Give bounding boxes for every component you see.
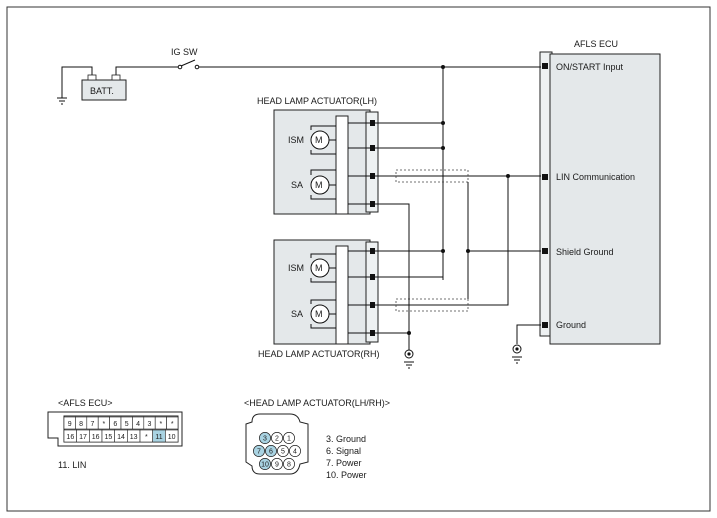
connector-pin-label: 3	[263, 436, 267, 443]
connector-pin-label: 1	[287, 436, 291, 443]
connector-pin	[271, 458, 283, 470]
motor-icon: M	[310, 258, 330, 278]
sa-label: SA	[291, 309, 303, 319]
ecu-pin-shield-ground: Shield Ground	[556, 247, 614, 257]
connector-pin	[259, 458, 271, 470]
connector-pin-label: 17	[79, 434, 87, 441]
connector-pin-label: 8	[287, 462, 291, 469]
ecu-terminal	[542, 174, 548, 180]
actuator-rh-title: HEAD LAMP ACTUATOR(RH)	[258, 349, 380, 359]
connector-pin-label: 11	[155, 434, 162, 441]
connector-pin-label: 16	[66, 434, 74, 441]
ground-icon	[404, 349, 414, 369]
ism-label: ISM	[288, 135, 304, 145]
battery-label: BATT.	[90, 86, 114, 96]
afls-ecu: AFLS ECU ON/START Input LIN Communicatio…	[539, 39, 661, 345]
ecu-connector-title: <AFLS ECU>	[58, 398, 113, 408]
connector-pin	[289, 445, 301, 457]
diagram-frame	[6, 6, 711, 512]
motor-icon: M	[310, 175, 330, 195]
ecu-terminal	[542, 322, 548, 328]
ecu-title: AFLS ECU	[574, 39, 618, 49]
connector-pin-label: 6	[269, 449, 273, 456]
connector-pin-label: *	[160, 421, 163, 428]
connector-pin-label: 10	[261, 462, 269, 469]
actuator-connector-title: <HEAD LAMP ACTUATOR(LH/RH)>	[244, 398, 390, 408]
connector-pin-label: 4	[293, 449, 297, 456]
connector-pin-label: 5	[125, 421, 129, 428]
ecu-pin-ground: Ground	[556, 320, 586, 330]
actuator-lh-title: HEAD LAMP ACTUATOR(LH)	[257, 96, 377, 106]
motor-icon: M	[310, 130, 330, 150]
connector-pin-label: 6	[113, 421, 117, 428]
ig-switch-label: IG SW	[171, 47, 198, 57]
connector-pin-label: 14	[117, 434, 125, 441]
connector-pin-label: 7	[257, 449, 261, 456]
connector-pin	[265, 445, 277, 457]
connector-pin-label: 8	[79, 421, 83, 428]
connector-pin	[283, 458, 295, 470]
ecu-terminal	[542, 248, 548, 254]
legend-signal: 6. Signal	[326, 446, 361, 456]
connector-pin-label: 13	[130, 434, 138, 441]
ground-icon	[512, 344, 522, 364]
legend-power-7: 7. Power	[326, 458, 362, 468]
ism-label: ISM	[288, 263, 304, 273]
connector-pin-label: 9	[68, 421, 72, 428]
actuator-lh: HEAD LAMP ACTUATOR(LH) M ISM M SA	[257, 96, 379, 215]
connector-pin	[271, 432, 283, 444]
connector-pin	[259, 432, 271, 444]
connector-pin	[277, 445, 289, 457]
connector-pin-label: *	[171, 421, 174, 428]
legend-ground: 3. Ground	[326, 434, 366, 444]
legend-power-10: 10. Power	[326, 470, 367, 480]
connector-pin-label: *	[103, 421, 106, 428]
connector-pin	[253, 445, 265, 457]
actuator-rh: M ISM M SA HEAD LAMP ACTUATOR(RH)	[258, 239, 380, 359]
connector-pin-label: 15	[104, 434, 112, 441]
connector-pin-cell	[166, 416, 179, 430]
battery: BATT.	[81, 74, 127, 101]
motor-icon: M	[310, 304, 330, 324]
connector-pin-label: 16	[92, 434, 100, 441]
svg-text:M: M	[315, 263, 323, 273]
svg-text:M: M	[315, 180, 323, 190]
connector-pin-label: 3	[148, 421, 152, 428]
connector-pin-label: *	[145, 434, 148, 441]
connector-pin-label: 10	[168, 434, 176, 441]
connector-pin-label: 7	[91, 421, 95, 428]
connector-pin-label: 2	[275, 436, 279, 443]
ground-icon	[57, 97, 67, 105]
sa-label: SA	[291, 180, 303, 190]
ig-switch: IG SW	[171, 47, 200, 70]
connector-pin-label: 4	[136, 421, 140, 428]
svg-text:M: M	[315, 309, 323, 319]
ecu-terminal	[542, 63, 548, 69]
ecu-pin-lin: LIN Communication	[556, 172, 635, 182]
ecu-pin-on-start: ON/START Input	[556, 62, 624, 72]
connector-pin-label: 9	[275, 462, 279, 469]
connector-pin	[283, 432, 295, 444]
svg-text:M: M	[315, 135, 323, 145]
ecu-connector-note: 11. LIN	[58, 460, 86, 470]
connector-pin-label: 5	[281, 449, 285, 456]
connector-pin-cell	[165, 429, 179, 443]
